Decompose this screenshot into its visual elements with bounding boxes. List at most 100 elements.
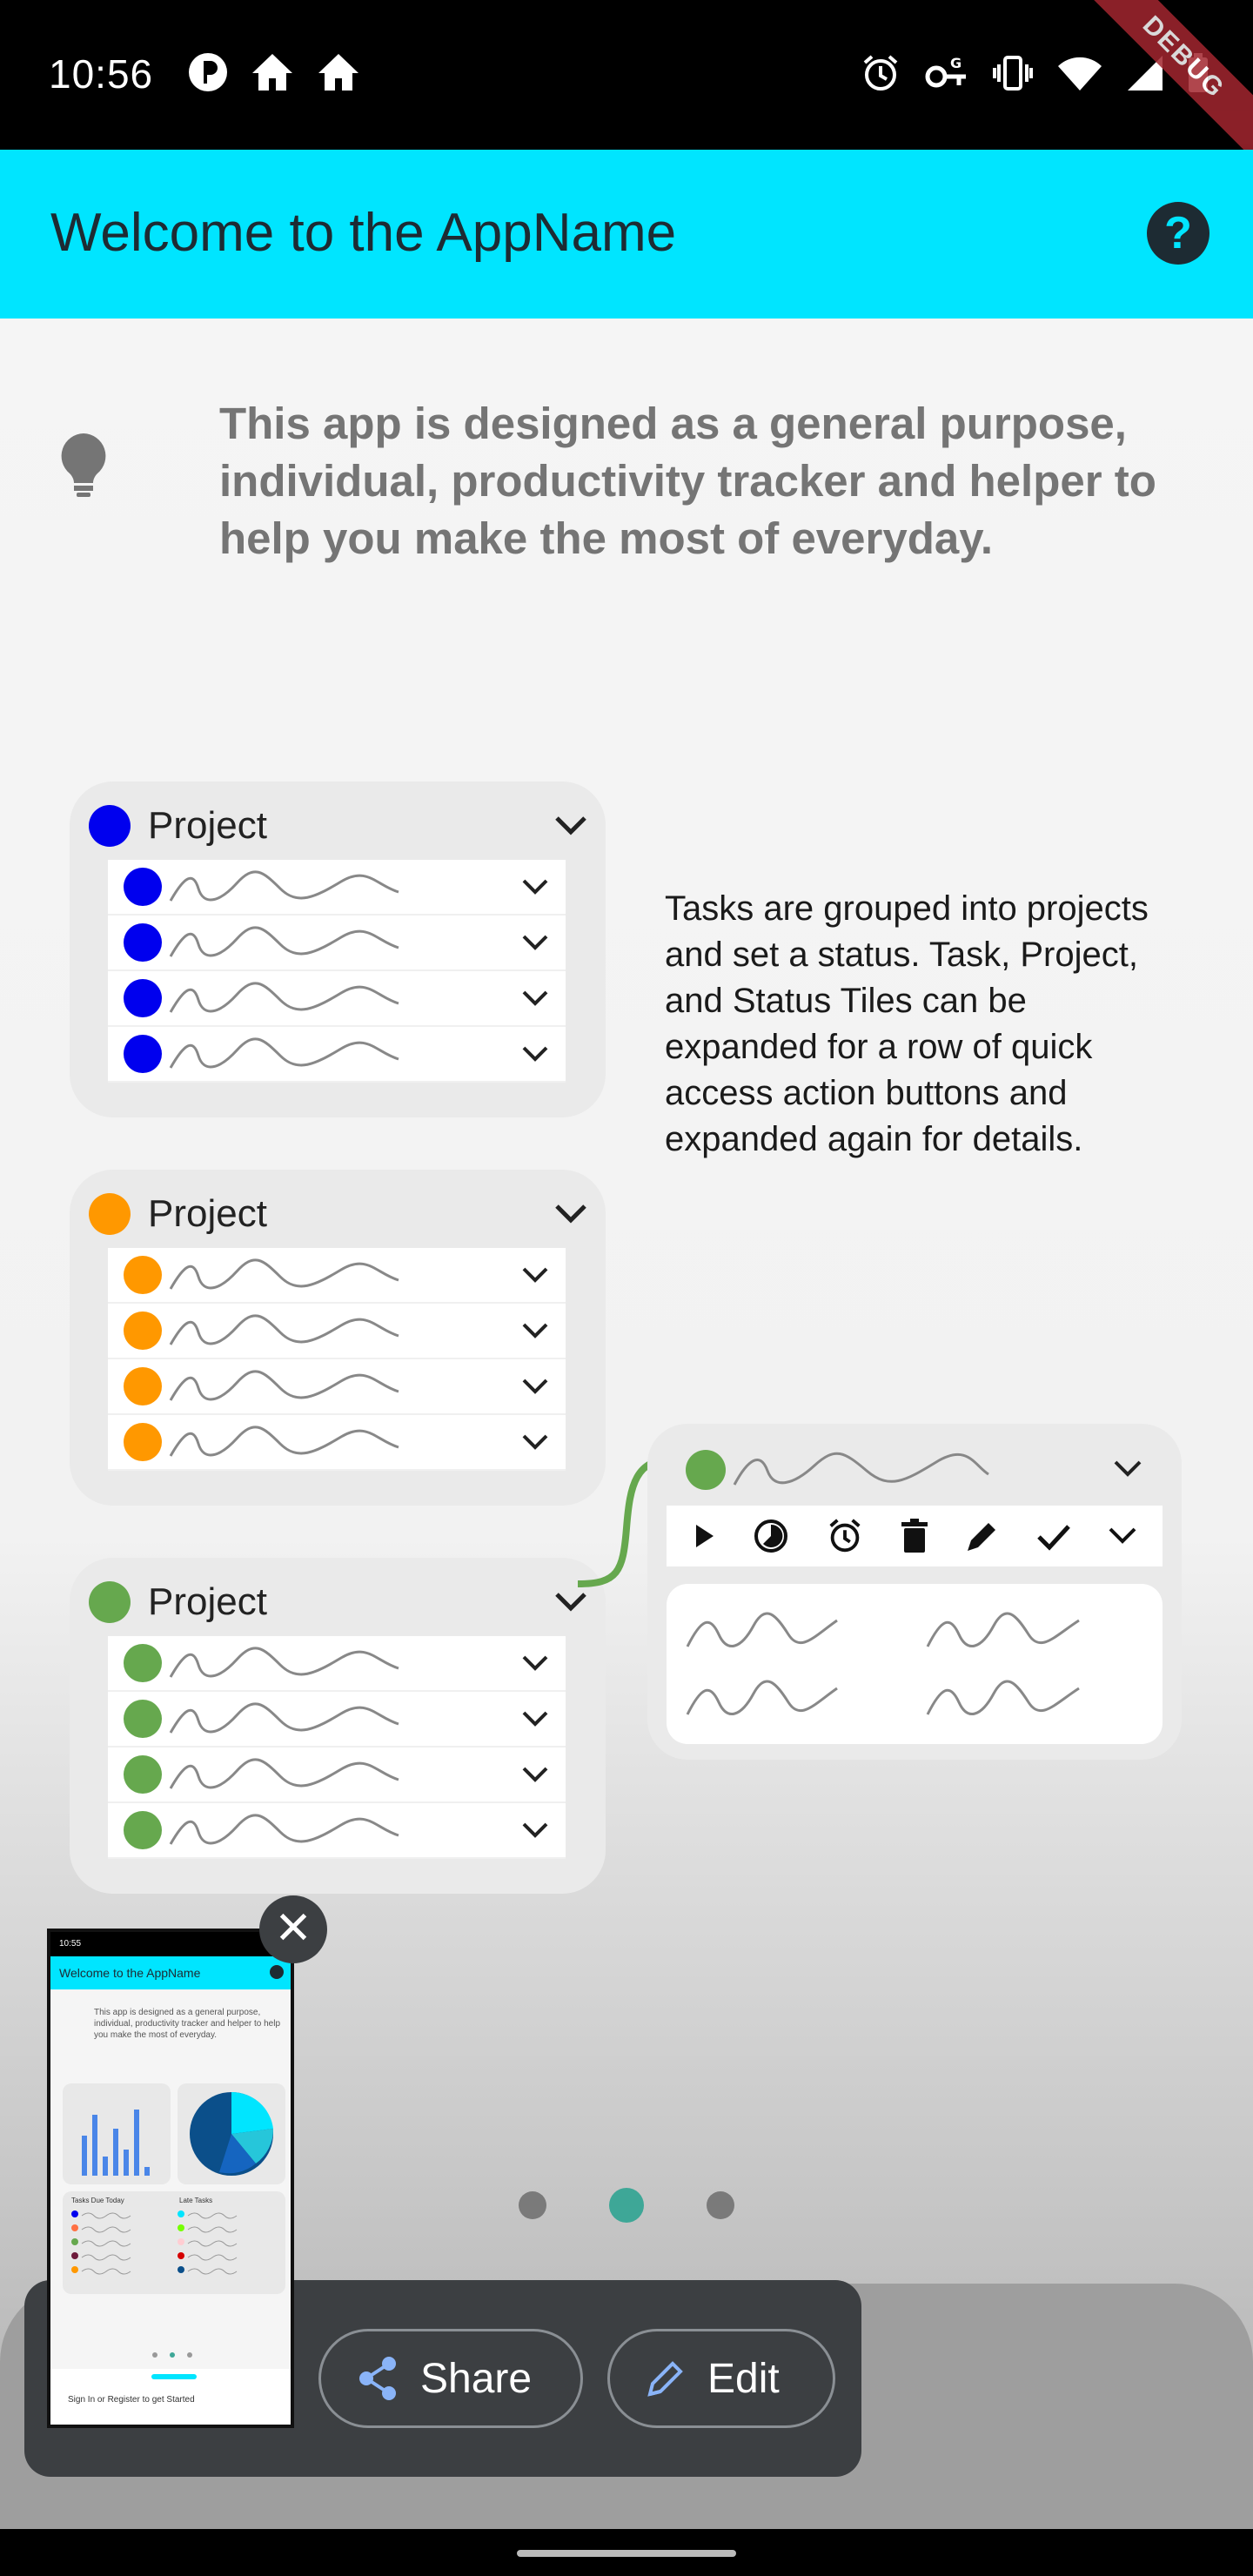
chevron-down-icon (555, 1593, 586, 1612)
project-color-dot (89, 1193, 131, 1235)
chevron-down-icon (555, 1204, 586, 1224)
play-icon (696, 1525, 714, 1547)
project-label: Project (148, 1192, 267, 1235)
thumbnail-intro-text: This app is designed as a general purpos… (94, 2008, 281, 2040)
task-text-squiggle (169, 1758, 399, 1789)
delete-icon (901, 1519, 928, 1553)
task-text-squiggle (169, 1370, 399, 1401)
chevron-down-icon (522, 879, 548, 895)
help-button[interactable]: ? (1147, 202, 1209, 265)
feature-description: Tasks are grouped into projects and set … (665, 889, 1149, 1158)
task-dot (686, 1450, 726, 1490)
task-dot (124, 979, 162, 1017)
edit-icon (968, 1523, 995, 1551)
late-tasks-label: Late Tasks (179, 2197, 213, 2204)
project-card-blue: Project (70, 782, 606, 1117)
task-text-squiggle (169, 1426, 399, 1457)
project-card-green: Project (70, 1558, 606, 1894)
check-icon (1037, 1525, 1070, 1551)
task-text-squiggle (169, 926, 399, 957)
alarm-icon (829, 1519, 861, 1553)
task-dot (124, 1811, 162, 1849)
task-dot (124, 1644, 162, 1682)
thumbnail-bar-chart (63, 2083, 171, 2184)
home-icon (252, 54, 292, 91)
navigation-bar (0, 2529, 1253, 2576)
task-dot (124, 1700, 162, 1738)
edit-button[interactable]: Edit (607, 2329, 835, 2428)
svg-text:G: G (950, 56, 962, 71)
lightbulb-icon (61, 433, 106, 497)
screenshot-thumbnail[interactable]: 10:55 Welcome to the AppName This app is… (47, 1929, 294, 2428)
bar-chart-icon (82, 2110, 150, 2176)
help-icon (270, 1965, 284, 1979)
project-label: Project (148, 1580, 267, 1623)
chevron-down-icon (522, 1434, 548, 1450)
page-dot[interactable] (707, 2191, 734, 2219)
thumbnail-title: Welcome to the AppName (59, 1966, 201, 1980)
page-dot[interactable] (519, 2191, 546, 2219)
share-icon (359, 2357, 396, 2400)
chevron-down-icon (522, 1711, 548, 1727)
chevron-down-icon (522, 990, 548, 1006)
alarm-icon (863, 55, 898, 91)
project-color-dot (89, 1581, 131, 1623)
task-text-squiggle (169, 1258, 399, 1290)
thumbnail-footer-text: Sign In or Register to get Started (68, 2395, 195, 2405)
project-card-orange: Project (70, 1170, 606, 1506)
task-list (108, 1248, 566, 1471)
share-button[interactable]: Share (318, 2329, 583, 2428)
task-dot (124, 1423, 162, 1461)
task-dot (124, 1755, 162, 1794)
page-dot-active[interactable] (609, 2188, 644, 2223)
edit-icon (647, 2361, 683, 2397)
thumbnail-pie-chart (178, 2083, 285, 2184)
task-dot (124, 1367, 162, 1405)
close-icon: ✕ (274, 1903, 312, 1954)
home-icon (318, 54, 358, 91)
task-row (108, 1748, 566, 1803)
task-row (108, 1027, 566, 1083)
thumbnail-page-dots (152, 2352, 192, 2358)
task-details-box (667, 1584, 1163, 1744)
task-text-squiggle (169, 1647, 399, 1678)
task-row (108, 1636, 566, 1692)
task-row (108, 971, 566, 1027)
chevron-down-icon (522, 1267, 548, 1283)
wifi-icon (1058, 57, 1102, 91)
page-title: Welcome to the AppName (50, 203, 677, 263)
close-screenshot-button[interactable]: ✕ (259, 1895, 327, 1963)
task-row (108, 916, 566, 971)
thumbnail-task-cards: Tasks Due Today Late Tasks (63, 2191, 285, 2294)
chevron-down-icon (1109, 1527, 1136, 1544)
quick-action-row (667, 1506, 1163, 1566)
task-text-squiggle (169, 870, 399, 902)
task-list (108, 860, 566, 1083)
chevron-down-icon (522, 1379, 548, 1394)
task-list (108, 1636, 566, 1859)
project-header: Project (89, 1192, 267, 1236)
details-text-squiggle (686, 1612, 1080, 1715)
task-text-squiggle (169, 1314, 399, 1345)
task-row (108, 1359, 566, 1415)
thumbnail-footer: Sign In or Register to get Started (50, 2369, 291, 2425)
thumbnail-status-time: 10:55 (50, 1932, 291, 1956)
thumbnail-task-rows (71, 2210, 238, 2275)
page-indicator (0, 2188, 1253, 2223)
project-label: Project (148, 804, 267, 847)
home-gesture-handle[interactable] (517, 2550, 736, 2557)
task-row (108, 1692, 566, 1748)
chevron-down-icon (522, 1046, 548, 1062)
status-bar: 10:56 G DEBUG (0, 0, 1253, 166)
expanded-task-tile (647, 1424, 1182, 1760)
vpn-key-icon: G (925, 56, 966, 88)
chevron-down-icon (522, 1822, 548, 1838)
project-header: Project (89, 804, 267, 848)
help-icon: ? (1164, 208, 1192, 258)
chevron-down-icon (522, 935, 548, 950)
timer-icon (754, 1519, 787, 1553)
chevron-down-icon (522, 1655, 548, 1671)
tasks-due-label: Tasks Due Today (71, 2197, 124, 2204)
task-text-squiggle (733, 1452, 989, 1486)
vibrate-icon (993, 56, 1033, 91)
